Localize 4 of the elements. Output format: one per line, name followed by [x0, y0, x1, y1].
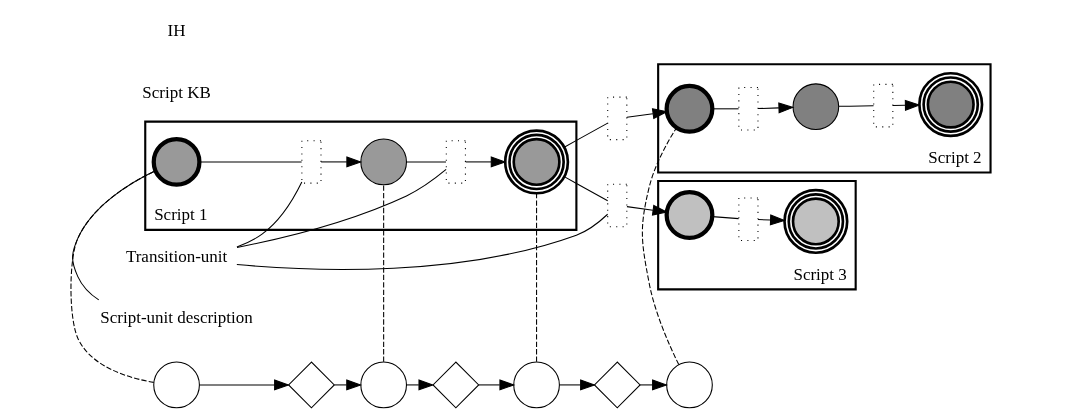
node-text: Script-unit description: [99, 307, 253, 327]
label: Script KB: [141, 82, 211, 102]
label: IH: [167, 20, 186, 40]
node-text: Transition-unit: [125, 246, 227, 266]
